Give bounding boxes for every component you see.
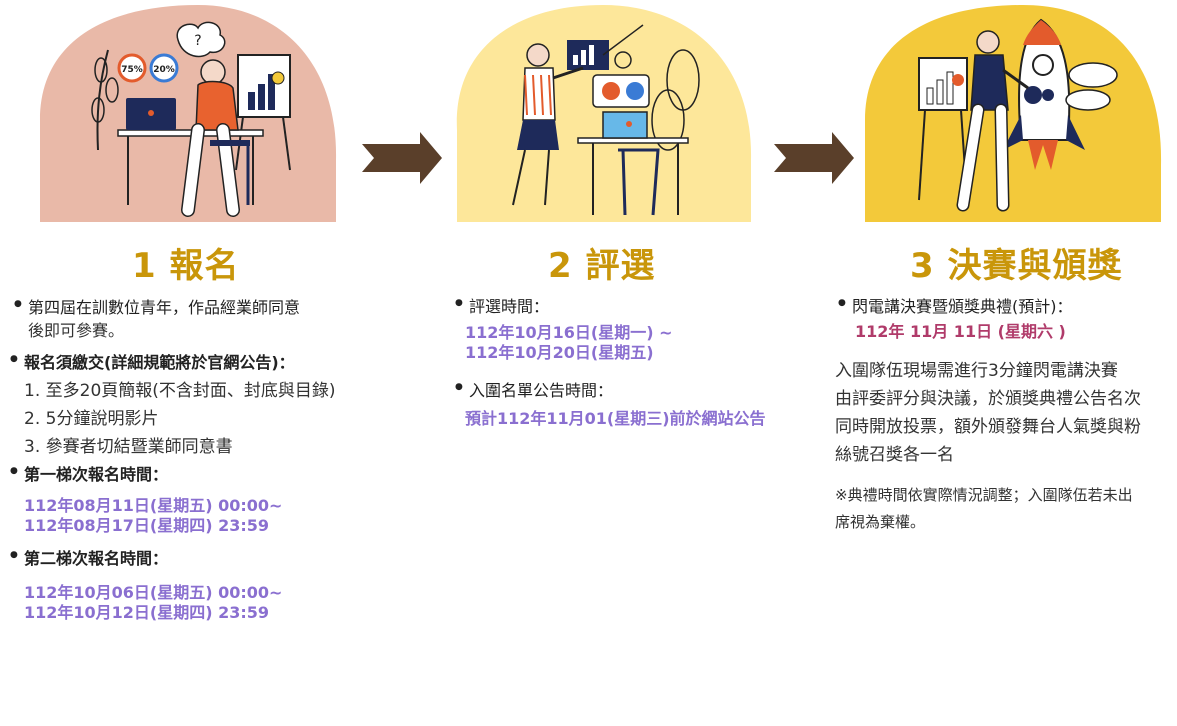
step-arrow-1 xyxy=(362,132,442,184)
step-1-submit-item-3: 3. 參賽者切結暨業師同意書 xyxy=(24,437,233,457)
evaluation-illustration xyxy=(456,5,752,222)
step-1-intro: 第四屆在訓數位青年，作品經業師同意 xyxy=(14,294,301,318)
step-3-note-line-2: 席視為棄權。 xyxy=(835,513,926,531)
step-arrow-2 xyxy=(774,132,854,184)
step-1-submit-item-1: 1. 至多20頁簡報(不含封面、封底與目錄) xyxy=(24,381,336,401)
step-3-note-line-1: ※典禮時間依實際情況調整；入圍隊伍若未出 xyxy=(835,486,1133,504)
registration-illustration: 75% 20% ? xyxy=(40,5,337,222)
step-1-intro-line2: 後即可參賽。 xyxy=(28,321,125,340)
step-1-batch1-heading: 第一梯次報名時間： xyxy=(10,461,168,485)
step-2-title: 2 評選 xyxy=(548,246,656,286)
svg-text:?: ? xyxy=(194,33,201,49)
step-1-submit-item-2: 2. 5分鐘說明影片 xyxy=(24,409,159,429)
step-3-ceremony-heading: 閃電講決賽暨頒獎典禮(預計)： xyxy=(838,293,1072,317)
step-2-shortlist-heading: 入圍名單公告時間： xyxy=(455,377,613,401)
step-1-submit-heading: 報名須繳交(詳細規範將於官網公告)： xyxy=(10,349,295,373)
step-1-batch1-start: 112年08月11日(星期五) 00:00~ xyxy=(24,496,283,515)
step-1-batch2-heading: 第二梯次報名時間： xyxy=(10,545,168,569)
step-3-desc-line-3: 同時開放投票，額外頒發舞台人氣獎與粉 xyxy=(835,417,1141,437)
step-1-intro-line1: 第四屆在訓數位青年，作品經業師同意 xyxy=(28,298,301,317)
step-2-eval-end: 112年10月20日(星期五) xyxy=(465,343,654,362)
badge-75: 75% xyxy=(121,65,143,75)
step-3-ceremony-date: 112年 11月 11日 (星期六 ) xyxy=(855,322,1066,341)
step-2-eval-start: 112年10月16日(星期一) ~ xyxy=(465,323,673,342)
step-2-eval-heading: 評選時間： xyxy=(455,293,549,317)
step-1-batch2-start: 112年10月06日(星期五) 00:00~ xyxy=(24,583,283,602)
step-3-description: 入圍隊伍現場需進行3分鐘閃電講決賽 由評委評分與決議，於頒獎典禮公告名次 同時開… xyxy=(835,357,1141,469)
step-3-note: ※典禮時間依實際情況調整；入圍隊伍若未出 席視為棄權。 xyxy=(835,482,1133,536)
step-1-batch2-end: 112年10月12日(星期四) 23:59 xyxy=(24,603,270,622)
step-3-desc-line-2: 由評委評分與決議，於頒獎典禮公告名次 xyxy=(835,389,1141,409)
step-1-batch1-end: 112年08月17日(星期四) 23:59 xyxy=(24,516,270,535)
step-2-shortlist-date: 預計112年11月01(星期三)前於網站公告 xyxy=(465,409,766,428)
step-3-desc-line-1: 入圍隊伍現場需進行3分鐘閃電講決賽 xyxy=(835,361,1118,381)
finals-illustration xyxy=(865,5,1162,222)
badge-20: 20% xyxy=(153,65,175,75)
step-3-title: 3 決賽與頒獎 xyxy=(910,246,1123,286)
step-1-title: 1 報名 xyxy=(132,246,240,286)
step-3-desc-line-4: 絲號召獎各一名 xyxy=(835,445,954,465)
